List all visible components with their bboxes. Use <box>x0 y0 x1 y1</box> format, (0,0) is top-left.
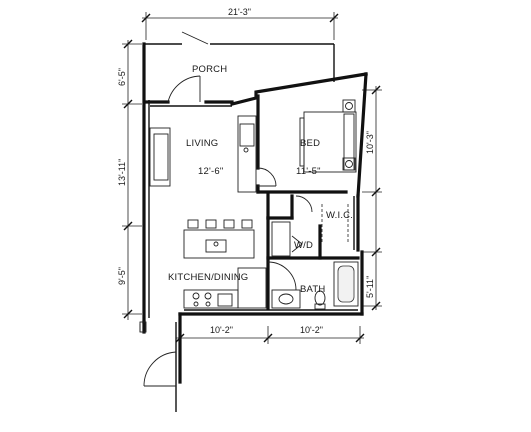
dimension-lines <box>122 12 382 344</box>
doors <box>143 31 313 387</box>
dim-bottom-right: 10'-2" <box>300 325 323 335</box>
room-dim-bed: 11'-5" <box>296 166 321 177</box>
room-label-wic: W.I.C. <box>326 210 353 221</box>
fixtures <box>139 99 359 333</box>
dim-bottom-left: 10'-2" <box>210 325 233 335</box>
walls <box>142 42 368 412</box>
dim-left-kitchen: 9'-5" <box>117 267 127 285</box>
room-label-porch: PORCH <box>192 64 227 75</box>
room-label-living: LIVING <box>186 138 218 149</box>
room-label-kitchen: KITCHEN/DINING <box>168 272 248 283</box>
room-label-bath: BATH <box>300 284 325 295</box>
room-label-bed: BED <box>300 138 320 149</box>
room-dim-living: 12'-6" <box>198 166 223 177</box>
dim-left-porch: 6'-5" <box>117 68 127 86</box>
dim-right-bed: 10'-3" <box>365 131 375 154</box>
dim-left-living: 13'-11" <box>117 159 127 186</box>
dim-top: 21'-3" <box>228 7 251 17</box>
dim-right-bath: 5'-11" <box>365 276 375 298</box>
room-label-wd: W/D <box>294 240 313 251</box>
